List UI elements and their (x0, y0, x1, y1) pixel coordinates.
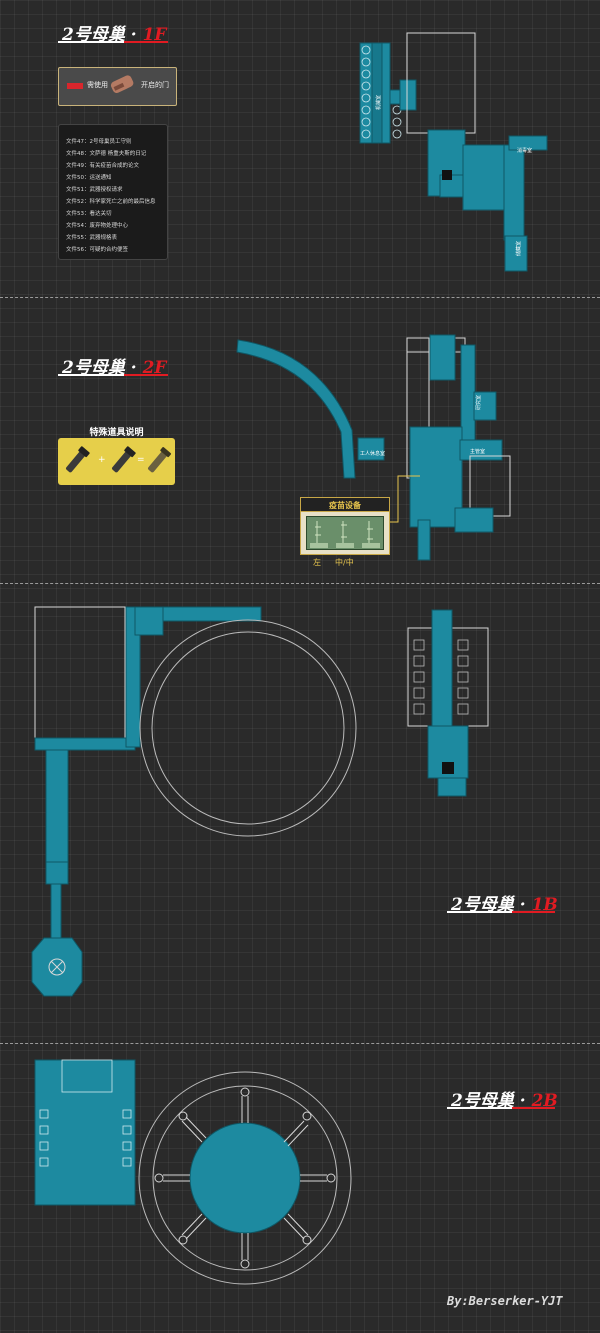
map-1b (31, 606, 489, 997)
file-item: 文件51：武器授权请求 (66, 187, 123, 193)
vaccine-pointer-line (390, 475, 420, 523)
title-underline-2b (447, 1107, 555, 1109)
label-disinfect-room: 消毒室 (517, 147, 532, 154)
divider-1b-2b (0, 1043, 600, 1044)
file-item: 文件52：科学家死亡之前的最后信息 (66, 199, 156, 205)
map-1f: 机械室 消毒室 储藏室 (359, 32, 548, 272)
ring-outer-2b (138, 1071, 352, 1285)
map-2b (34, 1059, 352, 1285)
truss-nodes-2b (154, 1087, 336, 1269)
curved-walkway-2f (236, 339, 356, 479)
machine-cells-left (361, 45, 402, 139)
vaccine-equipment-screen (306, 516, 384, 550)
title-underline-1b (447, 911, 555, 913)
flashlight-combine-icon (66, 446, 172, 473)
file-item: 文件53：看达关切 (66, 211, 112, 217)
files-list: 文件47：2号母巢员工守则 文件48：文萨德 杨重夫斯的日记 文件49：有关疫苗… (58, 124, 168, 260)
special-items-title: 特殊道具说明 (89, 428, 144, 438)
tank-row-2b (39, 1109, 132, 1167)
title-underline-1f (58, 41, 168, 43)
file-item: 文件49：有关疫苗合成的论文 (66, 163, 139, 169)
label-machine-room: 机械室 (375, 95, 382, 110)
map-2f: 工人休息室 研究室 主管室 (236, 334, 511, 561)
vaccine-mid-label: 中/中 (335, 558, 354, 567)
vaccine-levers-icon (310, 521, 380, 548)
floor-title-2f: 2号母巢 · 2F (62, 358, 167, 378)
special-items-box: + = (58, 438, 175, 485)
floor-title-1f: 2号母巢 · 1F (62, 25, 167, 45)
plus-sign: + (98, 455, 106, 465)
ring-inner-1b (151, 631, 345, 825)
unexplored-room-1f (406, 32, 476, 134)
red-door-swatch (67, 83, 83, 89)
ring-inner-2b (152, 1085, 338, 1271)
legend-open-door: 开启的门 (141, 81, 169, 89)
file-item: 文件48：文萨德 杨重夫斯的日记 (66, 151, 147, 157)
file-item: 文件55：武器规格表 (66, 235, 117, 241)
file-item: 文件54：废弃物处理中心 (66, 223, 128, 229)
file-item: 文件56：可疑的合约便签 (66, 247, 128, 253)
file-item: 文件47：2号母巢员工守则 (66, 139, 132, 145)
legend-need-use: 需使用 (87, 81, 108, 89)
label-lab-2f: 研究室 (475, 395, 482, 410)
card-key-icon (110, 75, 134, 93)
vaccine-equipment-panel (300, 511, 390, 555)
vaccine-left-label: 左 (313, 558, 321, 567)
central-platform-2b (189, 1122, 301, 1234)
ring-outer-1b (139, 619, 357, 837)
file-item: 文件50：运送通知 (66, 175, 112, 181)
equals-sign: = (137, 455, 145, 465)
legend-door: 需使用 开启的门 (58, 67, 177, 106)
divider-1f-2f (0, 297, 600, 298)
label-manager-2f: 主管室 (470, 448, 485, 455)
truss-arms-2b (163, 1096, 327, 1260)
floor-title-2b: 2号母巢 · 2B (451, 1091, 558, 1111)
divider-2f-1b (0, 583, 600, 584)
label-office-2f: 工人休息室 (360, 450, 385, 457)
storage-racks-1b (413, 639, 469, 715)
title-underline-2f (58, 374, 168, 376)
author-credit: By:Berserker-YJT (447, 1294, 563, 1308)
label-storage-room: 储藏室 (515, 241, 522, 256)
floor-title-1b: 2号母巢 · 1B (451, 895, 558, 915)
